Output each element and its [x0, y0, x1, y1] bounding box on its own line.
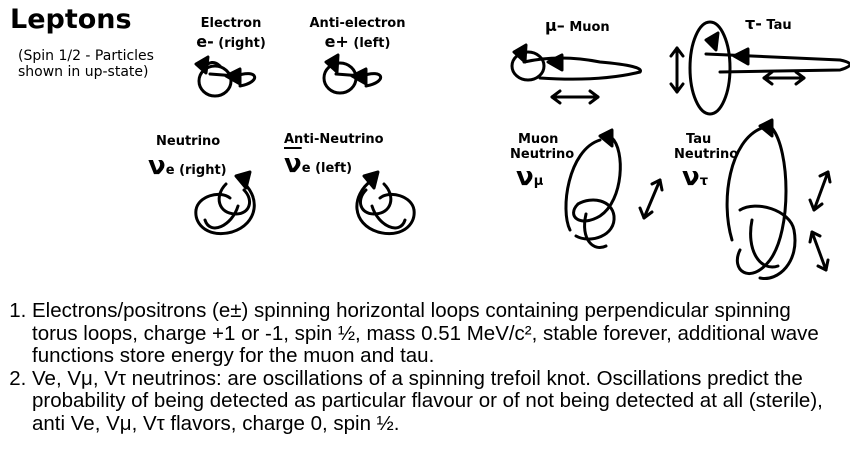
antielectron-arrowhead-2	[350, 67, 368, 86]
notes-list: Electrons/positrons (e±) spinning horizo…	[0, 299, 842, 436]
page-title: Leptons	[10, 4, 132, 35]
muon-horizontal-arrow	[550, 89, 600, 105]
antineutrino-trefoil	[355, 178, 416, 235]
tau-name: Tau	[766, 18, 792, 33]
neutrino-direction: (right)	[179, 163, 227, 178]
antineutrino-direction: (left)	[315, 161, 353, 176]
electron-direction: (right)	[218, 36, 266, 51]
tau-symbol: τ-	[745, 14, 762, 33]
tau-neutrino-name-line2: Neutrino	[674, 147, 739, 162]
muon-arrowhead	[512, 43, 528, 64]
neutrino-name: Neutrino	[156, 134, 221, 149]
muon-arrowhead-2	[546, 53, 564, 72]
antineutrino-symbol: ν	[284, 149, 302, 179]
lepton-diagrams	[194, 20, 850, 280]
tau-neutrino-label: Tau Neutrino ντ	[674, 132, 738, 192]
electron-label: Electron e- (right)	[186, 16, 276, 51]
tau-horizontal-arrow	[762, 70, 806, 86]
tau-neutrino-oscillation-arrow-lower	[808, 230, 830, 272]
electron-symbol: e-	[196, 32, 214, 51]
neutrino-symbol: ν	[148, 151, 166, 181]
tau-neutrino-oscillation-arrow-upper	[808, 170, 832, 212]
neutrino-arrowhead	[234, 170, 252, 190]
electron-name: Electron	[200, 16, 262, 31]
antielectron-direction: (left)	[353, 36, 391, 51]
neutrino-label: Neutrino νe (right)	[148, 134, 227, 181]
antineutrino-label: Anti-Neutrino νe (left)	[284, 132, 384, 179]
antielectron-arrowhead	[324, 53, 340, 74]
muon-neutrino-label: Muon Neutrino νμ	[510, 132, 574, 192]
antineutrino-arrowhead	[362, 170, 380, 190]
antineutrino-name: Anti-Neutrino	[284, 132, 384, 147]
muon-neutrino-name-line1: Muon	[518, 132, 559, 147]
electron-arrowhead	[194, 55, 210, 75]
tau-label: τ- Tau	[745, 14, 792, 33]
muon-neutrino-subscript: μ	[533, 174, 544, 189]
muon-neutrino-oscillation-arrow	[638, 178, 664, 220]
muon-loop	[510, 50, 642, 82]
antielectron-name: Anti-electron	[309, 16, 406, 31]
note-item-2: Ve, Vμ, Vτ neutrinos: are oscillations o…	[32, 367, 842, 436]
muon-name: Muon	[569, 20, 610, 35]
neutrino-trefoil	[194, 178, 256, 235]
tau-neutrino-symbol: ν	[682, 162, 700, 192]
tau-neutrino-knot	[725, 126, 797, 280]
muon-neutrino-name-line2: Neutrino	[510, 147, 575, 162]
muon-label: μ– Muon	[545, 16, 610, 35]
tau-neutrino-subscript: τ	[699, 174, 709, 189]
antineutrino-subscript: e	[301, 161, 311, 176]
page-subtitle: (Spin 1/2 - Particles shown in up-state)	[18, 48, 154, 80]
antielectron-label: Anti-electron e+ (left)	[300, 16, 415, 51]
tau-arrowhead	[704, 31, 720, 52]
antielectron-symbol: e+	[324, 32, 349, 51]
tau-vertical-arrow	[669, 46, 685, 94]
muon-symbol: μ–	[545, 16, 565, 35]
note-item-1: Electrons/positrons (e±) spinning horizo…	[32, 299, 842, 368]
tau-neutrino-arrowhead	[758, 118, 774, 138]
tau-neutrino-name-line1: Tau	[686, 132, 712, 147]
neutrino-subscript: e	[165, 163, 175, 178]
tau-loop	[688, 20, 850, 116]
muon-neutrino-symbol: ν	[516, 162, 534, 192]
electron-arrowhead-2	[224, 67, 242, 86]
tau-arrowhead-2	[732, 47, 750, 66]
muon-neutrino-knot	[564, 136, 622, 249]
muon-neutrino-arrowhead	[598, 128, 614, 148]
